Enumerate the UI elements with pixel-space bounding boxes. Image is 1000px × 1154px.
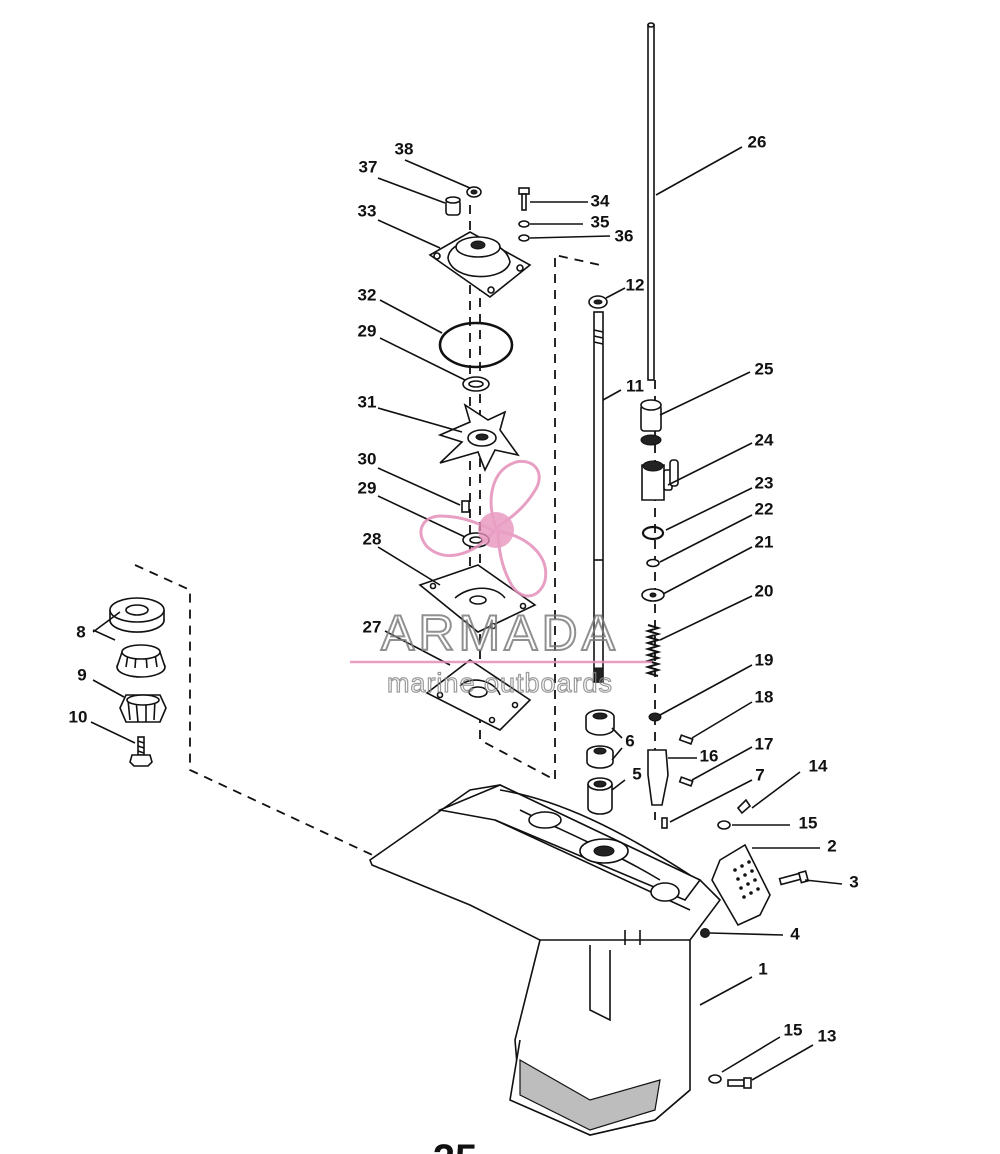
plate-28	[418, 564, 537, 633]
label-19: 19	[755, 650, 774, 669]
pinion-gear-9	[119, 694, 167, 723]
label-1: 1	[758, 959, 767, 978]
label-17: 17	[755, 734, 774, 753]
washer-36	[518, 234, 530, 242]
pin-18	[678, 734, 694, 745]
cap-38	[466, 186, 482, 198]
figure-number-partial: 25	[433, 1137, 478, 1154]
label-23: 23	[755, 473, 774, 492]
pin-7	[661, 817, 668, 829]
label-4: 4	[790, 924, 800, 943]
label-31: 31	[358, 392, 377, 411]
o-ring-23	[641, 525, 665, 541]
label-6: 6	[625, 731, 634, 750]
shift-shaft-26	[647, 22, 655, 381]
label-24: 24	[755, 430, 774, 449]
label-5: 5	[632, 764, 641, 783]
grommet-37	[445, 196, 461, 216]
screw-10	[129, 736, 153, 767]
label-32: 32	[358, 285, 377, 304]
label-8: 8	[76, 622, 85, 641]
label-7: 7	[755, 765, 764, 784]
label-28: 28	[363, 529, 382, 548]
pump-body-33	[428, 231, 532, 298]
trim-tab-2	[711, 843, 771, 927]
label-37: 37	[359, 157, 378, 176]
label-36: 36	[615, 226, 634, 245]
label-3: 3	[849, 872, 858, 891]
label-30: 30	[358, 449, 377, 468]
label-18: 18	[755, 687, 774, 706]
label-20: 20	[755, 581, 774, 600]
actuator-16	[647, 749, 669, 806]
part-labels: 1 2 3 4 5 6 7 8 9 10 11 12 13 14 15 15 1…	[69, 132, 859, 1045]
screw-13	[727, 1077, 752, 1089]
gear-housing	[369, 784, 722, 1136]
propeller-logo-icon	[419, 459, 548, 598]
label-15-lower: 15	[784, 1020, 803, 1039]
bushing-6-upper	[585, 709, 615, 736]
washer-22	[646, 558, 660, 568]
seal-29-upper	[462, 376, 490, 392]
label-22: 22	[755, 499, 774, 518]
label-26: 26	[748, 132, 767, 151]
shift-cam-24	[641, 459, 679, 501]
washer-35	[518, 220, 530, 228]
label-25: 25	[755, 359, 774, 378]
label-16: 16	[700, 746, 719, 765]
gasket-27	[425, 659, 532, 731]
impeller-31	[437, 403, 520, 472]
bushing-6-lower	[586, 745, 614, 769]
label-10: 10	[69, 707, 88, 726]
watermark-brand: ARMADA	[381, 605, 619, 661]
label-29-lower: 29	[358, 478, 377, 497]
o-ring-32	[438, 321, 514, 369]
label-2: 2	[827, 836, 836, 855]
ring-19	[648, 712, 662, 722]
label-34: 34	[591, 191, 610, 210]
label-35: 35	[591, 212, 610, 231]
label-33: 33	[358, 201, 377, 220]
washer-15-lower	[708, 1074, 722, 1084]
seal-12	[588, 295, 608, 309]
anode-4	[700, 928, 710, 938]
watermark: ARMADA marine outboards	[350, 459, 652, 699]
tapered-bearing-8	[116, 644, 166, 678]
washer-21	[641, 588, 665, 602]
label-21: 21	[755, 532, 774, 551]
leader-lines	[90, 146, 843, 1081]
screw-14	[736, 798, 752, 815]
key-30	[461, 500, 470, 513]
label-15-upper: 15	[799, 813, 818, 832]
bearing-race-8	[109, 597, 165, 633]
label-13: 13	[818, 1026, 837, 1045]
bearing-5	[587, 777, 613, 815]
label-29-upper: 29	[358, 321, 377, 340]
label-12: 12	[626, 275, 645, 294]
label-27: 27	[363, 617, 382, 636]
label-11: 11	[626, 376, 644, 395]
label-9: 9	[77, 665, 86, 684]
pin-17	[678, 776, 694, 787]
bolt-34	[518, 187, 530, 211]
screw-3	[778, 870, 810, 886]
label-38: 38	[395, 139, 414, 158]
drive-shaft-11	[593, 311, 604, 683]
coupler-25	[640, 399, 662, 446]
washer-15-upper	[717, 820, 731, 830]
spring-20	[644, 624, 662, 677]
watermark-tagline: marine outboards	[387, 668, 613, 698]
label-14: 14	[809, 756, 828, 775]
